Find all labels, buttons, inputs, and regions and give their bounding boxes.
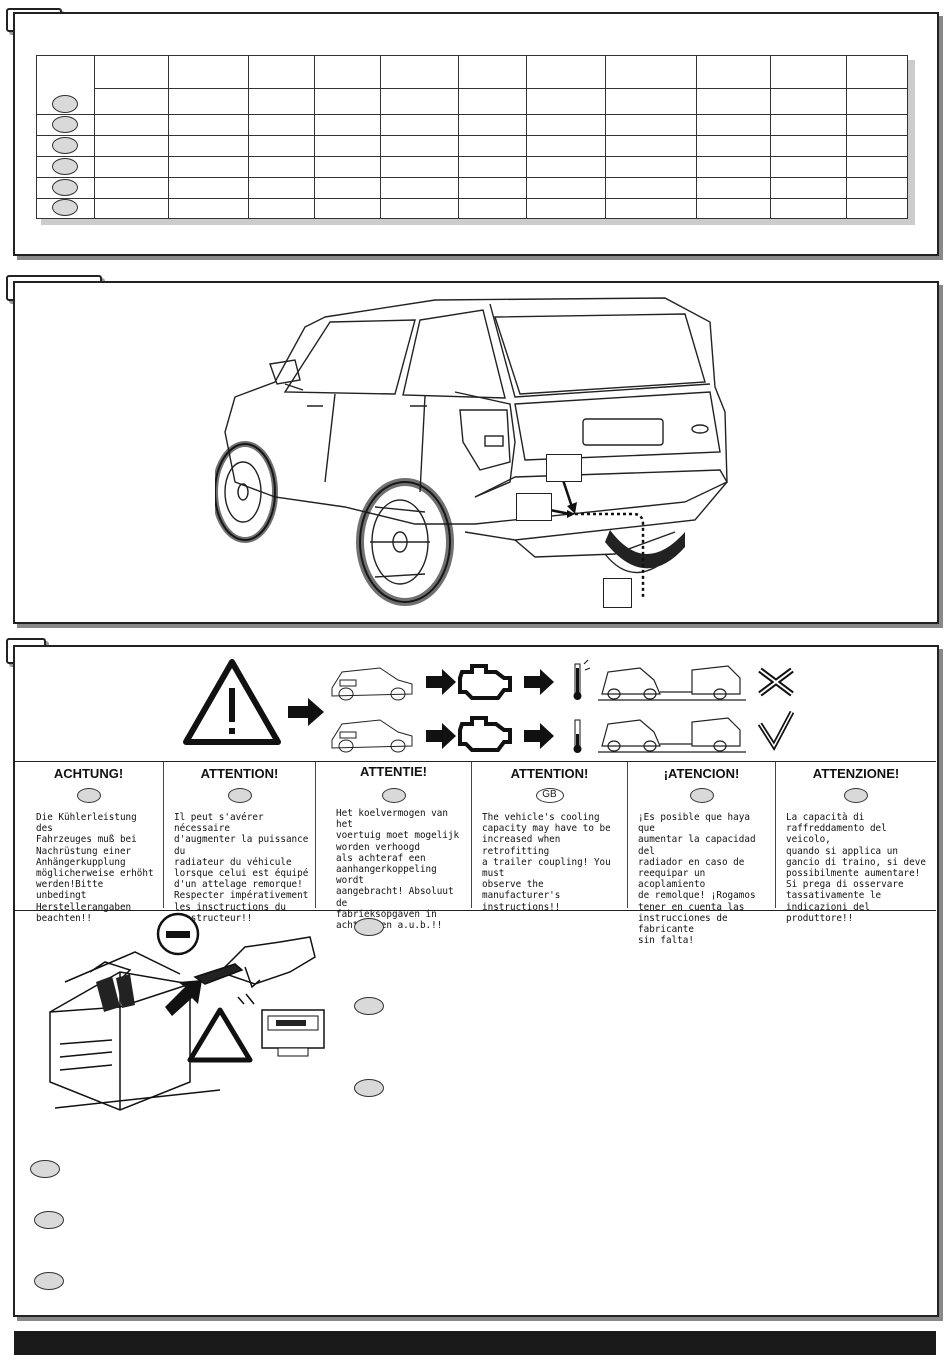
warning-title: ¡ATENCION! — [663, 766, 740, 781]
warning-col-es: ¡ATENCION! ¡Es posible que haya que aume… — [628, 762, 776, 946]
warning-title: ATTENTION! — [510, 766, 589, 781]
callout-box-top — [546, 454, 582, 482]
fitting-table — [36, 55, 908, 219]
cross-icon — [758, 667, 794, 697]
check-icon — [757, 710, 795, 751]
warning-text: Die Kühlerleistung des Fahrzeuges muß be… — [36, 812, 154, 924]
vehicle-rear-illustration — [215, 297, 728, 606]
language-badge — [381, 788, 406, 803]
warning-col-nl: ATTENTIE! Het koelvermogen van het voert… — [316, 762, 472, 931]
language-badge: GB — [535, 788, 564, 803]
warning-text: The vehicle's cooling capacity may have … — [482, 812, 611, 913]
warning-col-it: ATTENZIONE! La capacità di raffreddament… — [776, 762, 936, 924]
warning-title: ATTENTIE! — [360, 764, 427, 779]
radio-icon — [261, 1009, 325, 1057]
warning-title: ACHTUNG! — [53, 766, 124, 781]
callout-box-bottom — [603, 578, 632, 608]
language-badge — [844, 788, 868, 803]
footer-bar — [14, 1331, 936, 1355]
warning-triangle-icon — [183, 659, 281, 745]
row-badge-6 — [52, 199, 78, 216]
warning-triangle-icon — [187, 1007, 253, 1063]
minus-terminal-icon — [156, 912, 200, 956]
warning-text: Il peut s'avérer nécessaire d'augmenter … — [174, 812, 309, 924]
thermometer-icon — [573, 659, 591, 753]
step-badge — [30, 1160, 60, 1178]
engine-icon — [458, 664, 512, 752]
row-badge-5 — [52, 179, 78, 196]
warning-text: Het koelvermogen van het voertuig moet m… — [336, 808, 460, 932]
language-badge — [76, 788, 101, 803]
row-badge-3 — [52, 137, 78, 154]
row-badge-1 — [52, 95, 78, 113]
warning-col-fr: ATTENTION! Il peut s'avérer nécessaire d… — [164, 762, 316, 924]
callout-box-middle — [516, 493, 552, 521]
warning-text: La capacità di raffreddamento del veicol… — [786, 812, 926, 924]
battery-disconnect-illustration — [49, 912, 325, 1111]
warning-col-de: ACHTUNG! Die Kühlerleistung des Fahrzeug… — [14, 762, 164, 924]
step-badge — [34, 1211, 64, 1229]
step-badge — [34, 1272, 64, 1290]
warning-title: ATTENTION! — [200, 766, 279, 781]
warning-title: ATTENZIONE! — [812, 766, 900, 781]
warning-text: ¡Es posible que haya que aumentar la cap… — [638, 812, 756, 947]
language-badge — [227, 788, 252, 803]
step-badge — [354, 997, 384, 1015]
vehicle-panel — [13, 281, 939, 624]
warning-pictogram — [183, 659, 795, 753]
table-corner-cell — [36, 55, 95, 89]
step-badge — [354, 1079, 384, 1097]
warning-band: ACHTUNG! Die Kühlerleistung des Fahrzeug… — [14, 761, 936, 946]
step-badge — [354, 918, 384, 936]
row-badge-4 — [52, 158, 78, 175]
warning-col-gb: ATTENTION! GB The vehicle's cooling capa… — [472, 762, 628, 913]
language-badge — [689, 788, 714, 803]
row-badge-2 — [52, 116, 78, 133]
